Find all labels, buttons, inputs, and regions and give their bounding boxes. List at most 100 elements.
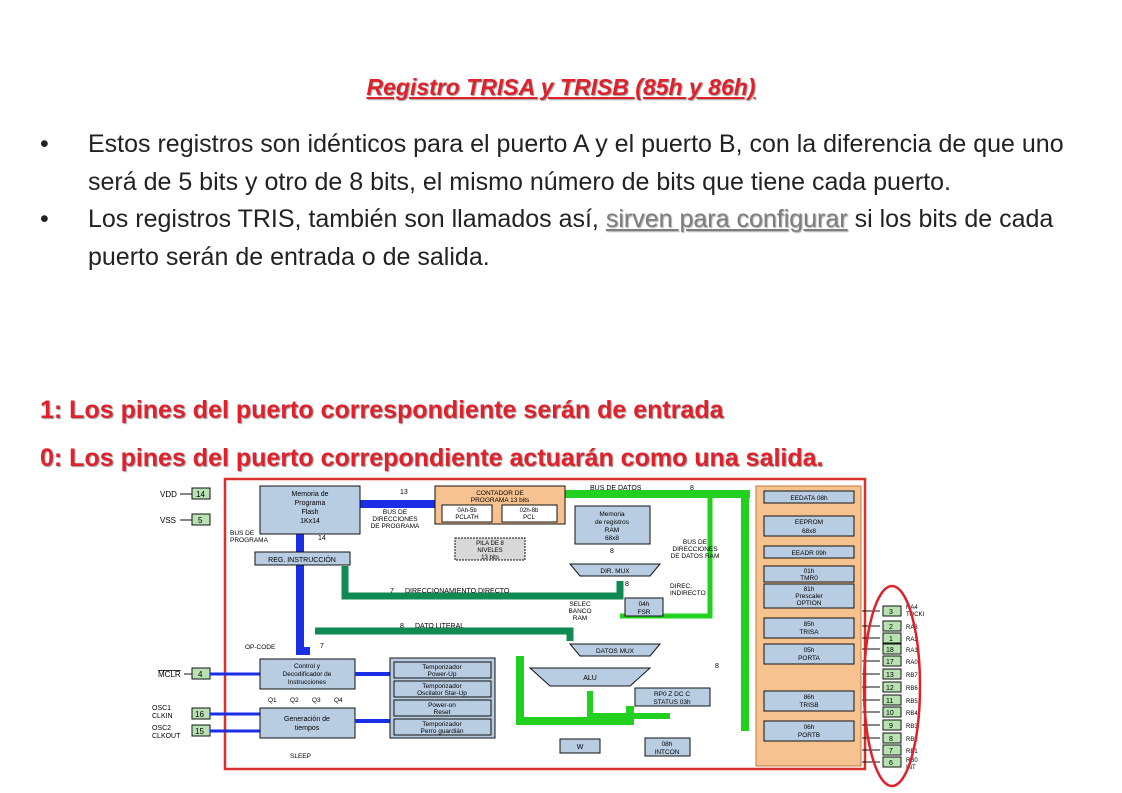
- svg-text:EEDATA 08h: EEDATA 08h: [790, 495, 828, 502]
- svg-text:8: 8: [889, 736, 893, 743]
- svg-text:6: 6: [889, 760, 893, 767]
- portb-register: 06h PORTB: [763, 720, 855, 742]
- svg-text:RB5: RB5: [906, 699, 918, 705]
- svg-text:DIRECCIONES: DIRECCIONES: [672, 546, 718, 553]
- svg-text:Q2: Q2: [290, 697, 299, 704]
- pin-vss: VSS 5: [160, 513, 211, 526]
- eeprom-block: EEPROM 68x8: [763, 515, 855, 537]
- label-sleep: SLEEP: [290, 753, 311, 760]
- svg-text:10: 10: [886, 710, 894, 717]
- bullet-dot: •: [40, 205, 49, 233]
- svg-text:Flash: Flash: [301, 509, 318, 516]
- svg-text:06h: 06h: [804, 724, 815, 731]
- tmr0-register: 01h TMR0: [763, 565, 855, 583]
- svg-text:Memoria: Memoria: [599, 511, 625, 518]
- pin-vdd: VDD 14: [160, 487, 211, 500]
- svg-text:12: 12: [886, 685, 894, 692]
- svg-text:2: 2: [889, 624, 893, 631]
- svg-text:ALU: ALU: [583, 675, 597, 682]
- svg-text:RA2: RA2: [906, 637, 918, 643]
- svg-text:BUS DE: BUS DE: [383, 509, 408, 516]
- svg-text:EEPROM: EEPROM: [795, 519, 823, 526]
- svg-text:DATOS MUX: DATOS MUX: [596, 648, 635, 655]
- svg-text:RB6: RB6: [906, 686, 918, 692]
- svg-text:RA1: RA1: [906, 648, 918, 654]
- svg-text:RP0 Z DC C: RP0 Z DC C: [654, 691, 690, 698]
- bullet-text: Estos registros son idénticos para el pu…: [88, 130, 1064, 196]
- svg-text:BUS DE: BUS DE: [683, 539, 708, 546]
- svg-text:08h: 08h: [662, 741, 673, 748]
- svg-text:Temporizador: Temporizador: [422, 683, 462, 690]
- fsr-block: 04h FSR: [624, 597, 664, 617]
- svg-text:OSC1: OSC1: [152, 705, 171, 712]
- entrada-rule: 1: Los pines del puerto correspondiente …: [40, 396, 724, 424]
- svg-text:EEADR 09h: EEADR 09h: [791, 550, 826, 557]
- svg-text:RA4: RA4: [906, 605, 918, 611]
- bullet-list: • Estos registros son idénticos para el p…: [40, 126, 1080, 276]
- label-bus-dir-prog: BUS DE DIRECCIONES DE PROGRAMA: [371, 509, 420, 530]
- svg-text:PCL: PCL: [523, 515, 535, 521]
- svg-text:INT: INT: [906, 765, 916, 771]
- svg-text:17: 17: [886, 659, 894, 666]
- svg-text:STATUS 03h: STATUS 03h: [653, 699, 691, 706]
- svg-text:DE PROGRAMA: DE PROGRAMA: [371, 523, 420, 530]
- eeadr-register: EEADR 09h: [763, 545, 855, 559]
- literal-bus: [315, 627, 574, 641]
- svg-text:85h: 85h: [804, 621, 815, 628]
- svg-text:RA3: RA3: [906, 625, 918, 631]
- svg-text:PCLATH: PCLATH: [455, 515, 478, 521]
- alu-block: ALU: [528, 667, 652, 687]
- label-op-code: OP-CODE: [245, 644, 276, 651]
- svg-text:1Kx14: 1Kx14: [300, 518, 320, 525]
- svg-text:RAM: RAM: [605, 527, 619, 534]
- svg-text:Perro guardián: Perro guardián: [421, 728, 464, 735]
- svg-text:VSS: VSS: [160, 516, 176, 525]
- svg-text:0Ah-5b: 0Ah-5b: [457, 508, 477, 514]
- label-8-e: 8: [625, 581, 629, 588]
- alu-loop: [516, 656, 634, 725]
- svg-text:1: 1: [889, 636, 893, 643]
- trisa-register: 85h TRISA: [763, 617, 855, 639]
- pin-osc1: OSC1 CLKIN 16: [152, 705, 260, 720]
- svg-text:TRISB: TRISB: [799, 702, 818, 709]
- svg-text:18: 18: [886, 647, 894, 654]
- opcode-bus: [296, 606, 310, 655]
- option-register: 81h Prescaler OPTION: [763, 583, 855, 609]
- svg-text:CONTADOR DE: CONTADOR DE: [476, 490, 524, 497]
- svg-text:9: 9: [889, 723, 893, 730]
- label-8-a: 8: [690, 485, 694, 492]
- svg-text:13 bits: 13 bits: [481, 555, 499, 561]
- svg-text:Memoria de: Memoria de: [292, 491, 329, 498]
- svg-text:4: 4: [198, 670, 203, 679]
- svg-text:BANCO: BANCO: [568, 608, 591, 615]
- svg-text:DIRECCIONES: DIRECCIONES: [372, 516, 418, 523]
- label-selec-banco: SELEC BANCO RAM: [568, 601, 591, 622]
- svg-text:INDIRECTO: INDIRECTO: [670, 590, 706, 597]
- intcon-block: 08h INTCON: [644, 737, 691, 757]
- program-memory-block: Memoria de Programa Flash 1Kx14: [259, 485, 361, 535]
- chip-border: [223, 477, 867, 771]
- svg-text:15: 15: [195, 727, 204, 736]
- porta-register: 05h PORTA: [763, 643, 855, 665]
- direct-address-bus: [341, 566, 624, 600]
- svg-text:TOCKI: TOCKI: [906, 612, 925, 618]
- instruction-register: REG. INSTRUCCIÓN: [254, 551, 351, 566]
- svg-text:RB4: RB4: [906, 711, 918, 717]
- svg-text:RB7: RB7: [906, 673, 918, 679]
- bullet-item-2: • Los registros TRIS, también son llamado…: [40, 201, 1080, 276]
- svg-text:W: W: [577, 744, 584, 751]
- svg-text:01h: 01h: [804, 568, 815, 575]
- w-register: W: [559, 738, 601, 754]
- svg-text:TMR0: TMR0: [800, 575, 818, 582]
- svg-text:RB2: RB2: [906, 737, 918, 743]
- pic-block-diagram: VDD 14 VSS 5 MCLR 4 OSC1 CLKIN 16 OSC2 C…: [152, 477, 925, 788]
- label-bus-datos: BUS DE DATOS: [590, 485, 642, 492]
- ram-block: Memoria de registros RAM 68x8: [574, 505, 651, 545]
- bullet-text-before: Los registros TRIS, también son llamados…: [88, 205, 606, 233]
- timer-group: Temporizador Power-Up Temporizador Oscil…: [389, 657, 496, 739]
- svg-text:11: 11: [886, 698, 893, 705]
- svg-text:PROGRAMA 13 bits: PROGRAMA 13 bits: [471, 497, 530, 504]
- svg-text:5: 5: [198, 516, 203, 525]
- svg-text:OSC2: OSC2: [152, 725, 171, 732]
- svg-text:Decodificador de: Decodificador de: [283, 671, 332, 678]
